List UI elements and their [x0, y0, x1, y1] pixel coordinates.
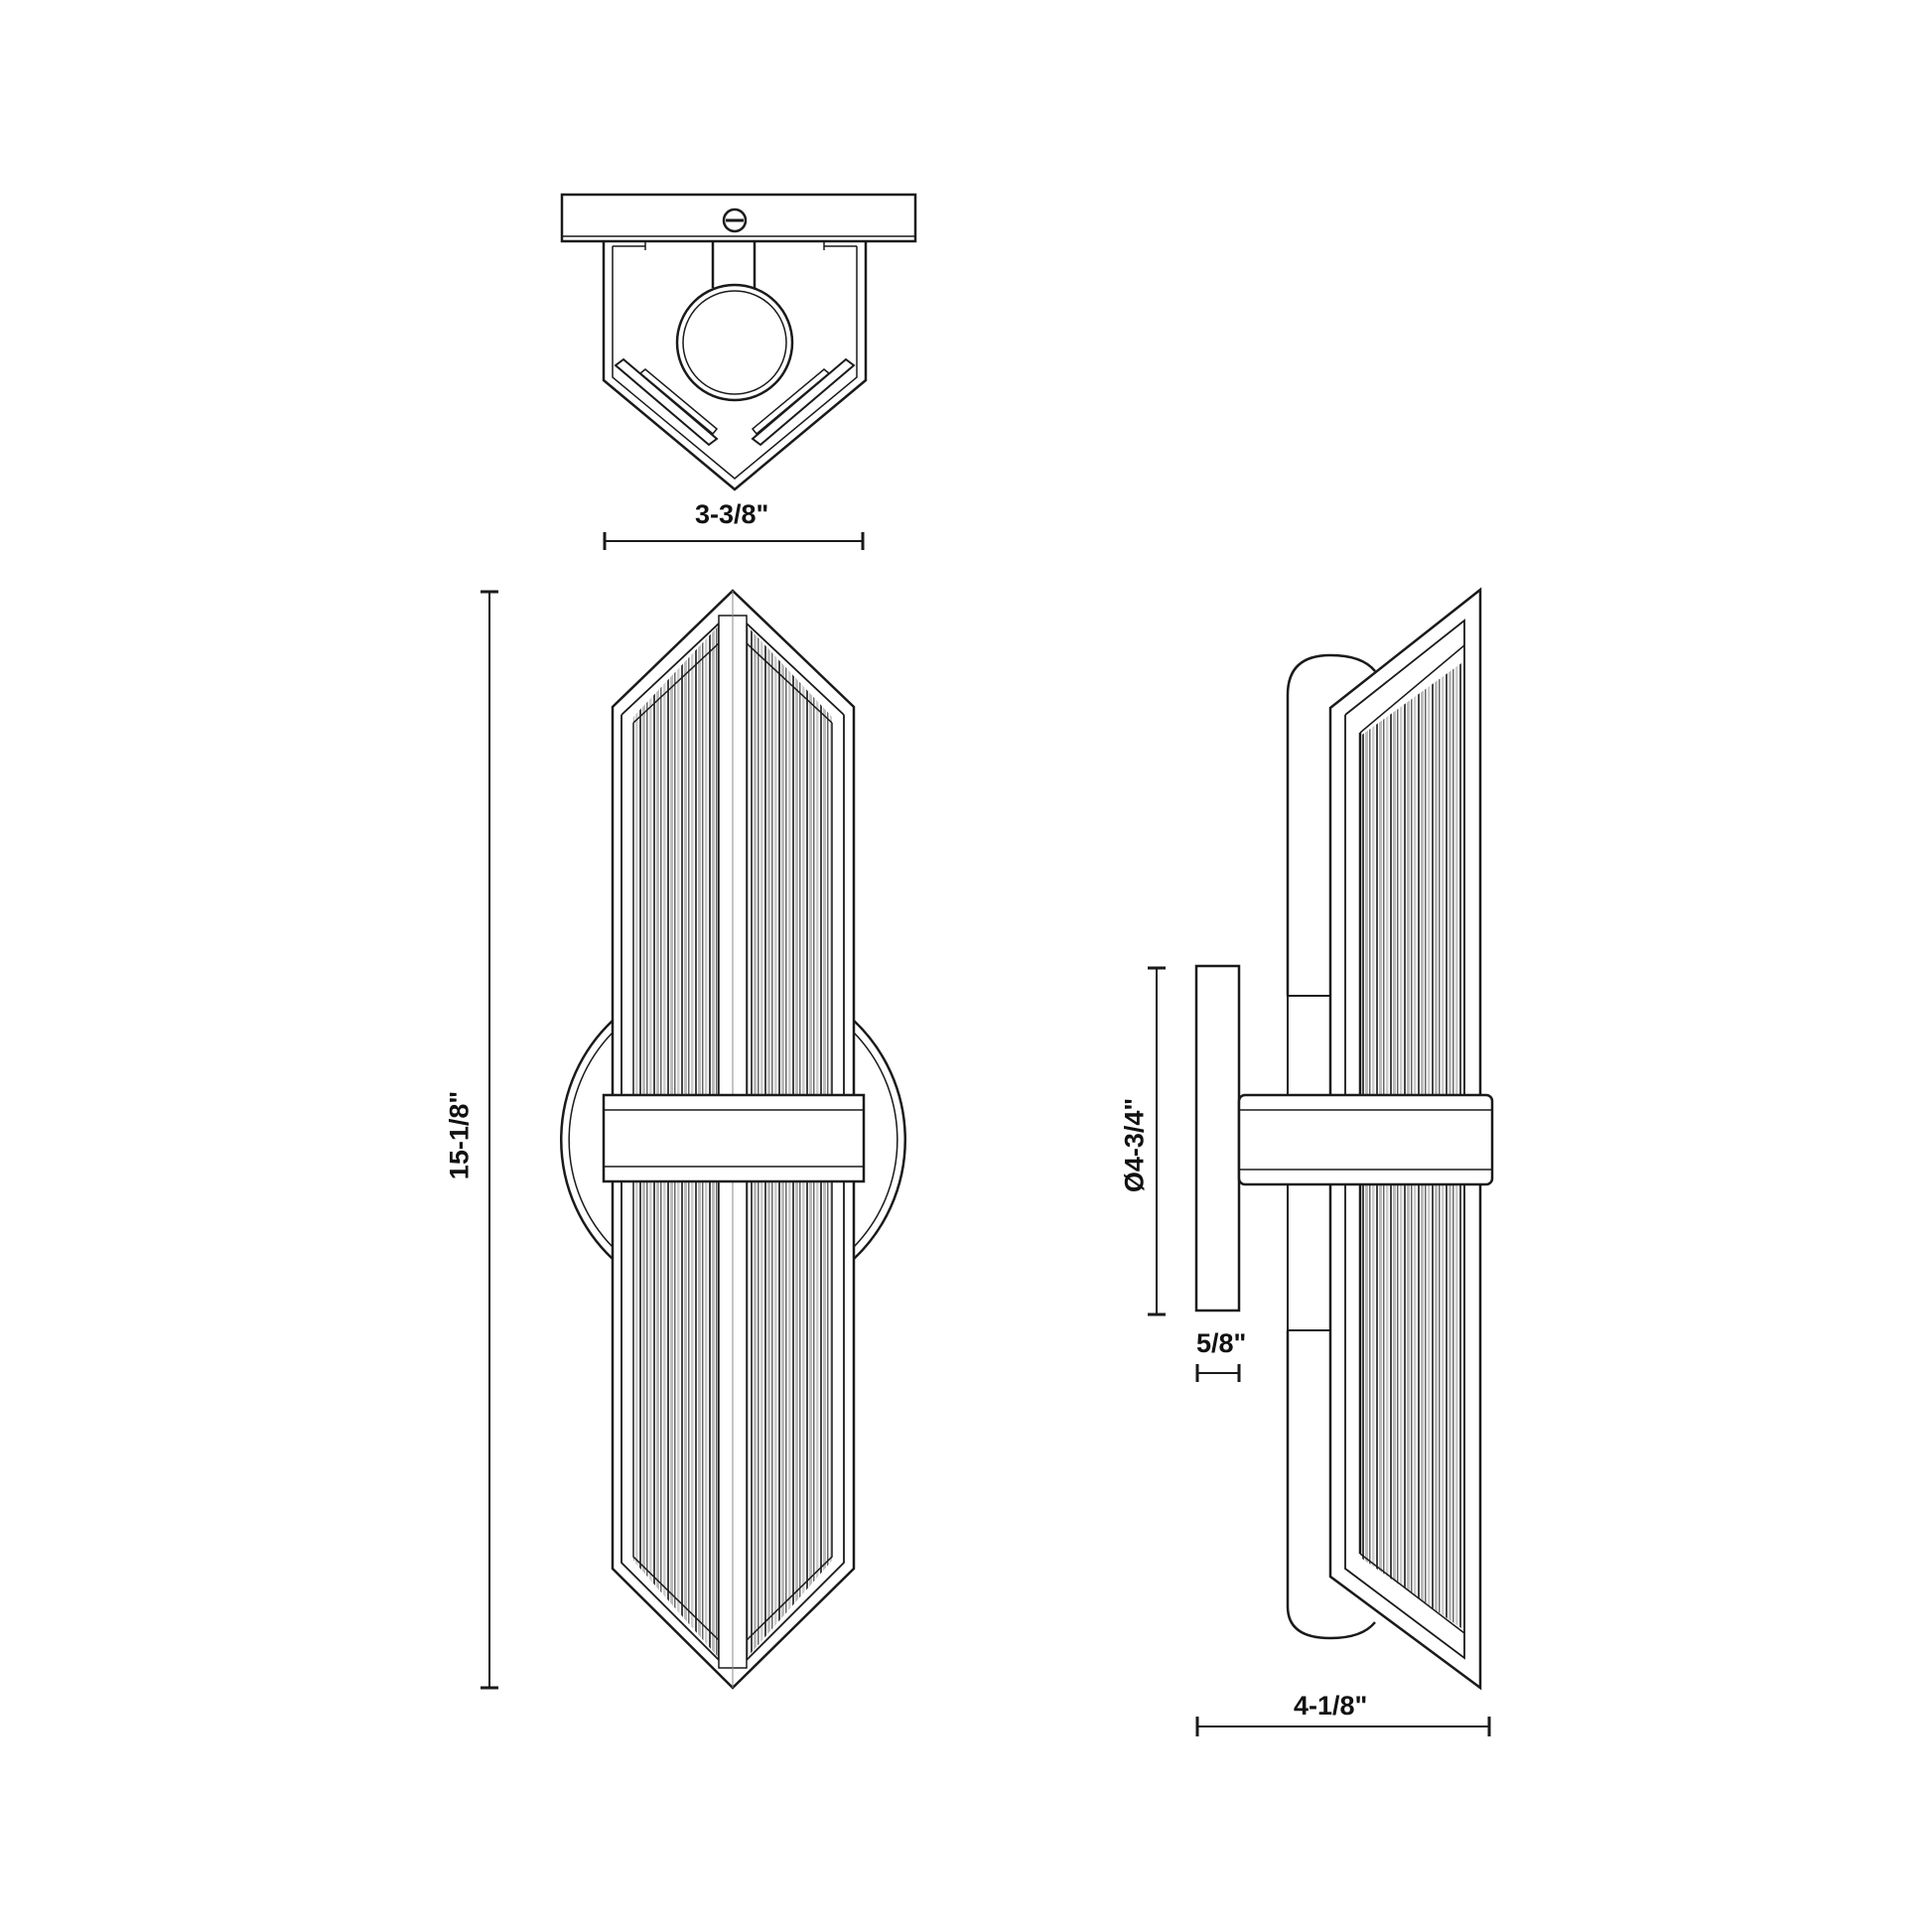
top-width-label: 3-3/8"	[695, 499, 769, 529]
side-back-rail-upper	[1286, 653, 1376, 996]
front-backplate-arc-left	[559, 1020, 614, 1260]
top-mount-plate	[560, 193, 917, 243]
top-view	[560, 193, 917, 550]
front-view	[481, 589, 907, 1690]
side-backplate	[1194, 964, 1241, 1312]
side-depth-label: 5/8"	[1196, 1328, 1247, 1358]
top-outer-frame	[602, 241, 868, 491]
side-extension-label: 4-1/8"	[1294, 1691, 1368, 1721]
top-glass-left	[614, 357, 719, 447]
side-diameter-label: Ø4-3/4"	[1119, 1097, 1150, 1193]
front-backplate-arc-right	[853, 1020, 907, 1260]
side-back-rail-lower	[1286, 1330, 1376, 1640]
front-height-label: 15-1/8"	[444, 1090, 475, 1180]
side-outer-frame	[1328, 587, 1482, 1691]
front-center-band	[602, 1093, 866, 1183]
top-socket-circle	[675, 283, 794, 402]
top-glass-right	[751, 357, 856, 447]
side-arm	[1237, 1093, 1494, 1186]
screw-icon	[722, 207, 748, 233]
side-view	[1148, 587, 1494, 1736]
